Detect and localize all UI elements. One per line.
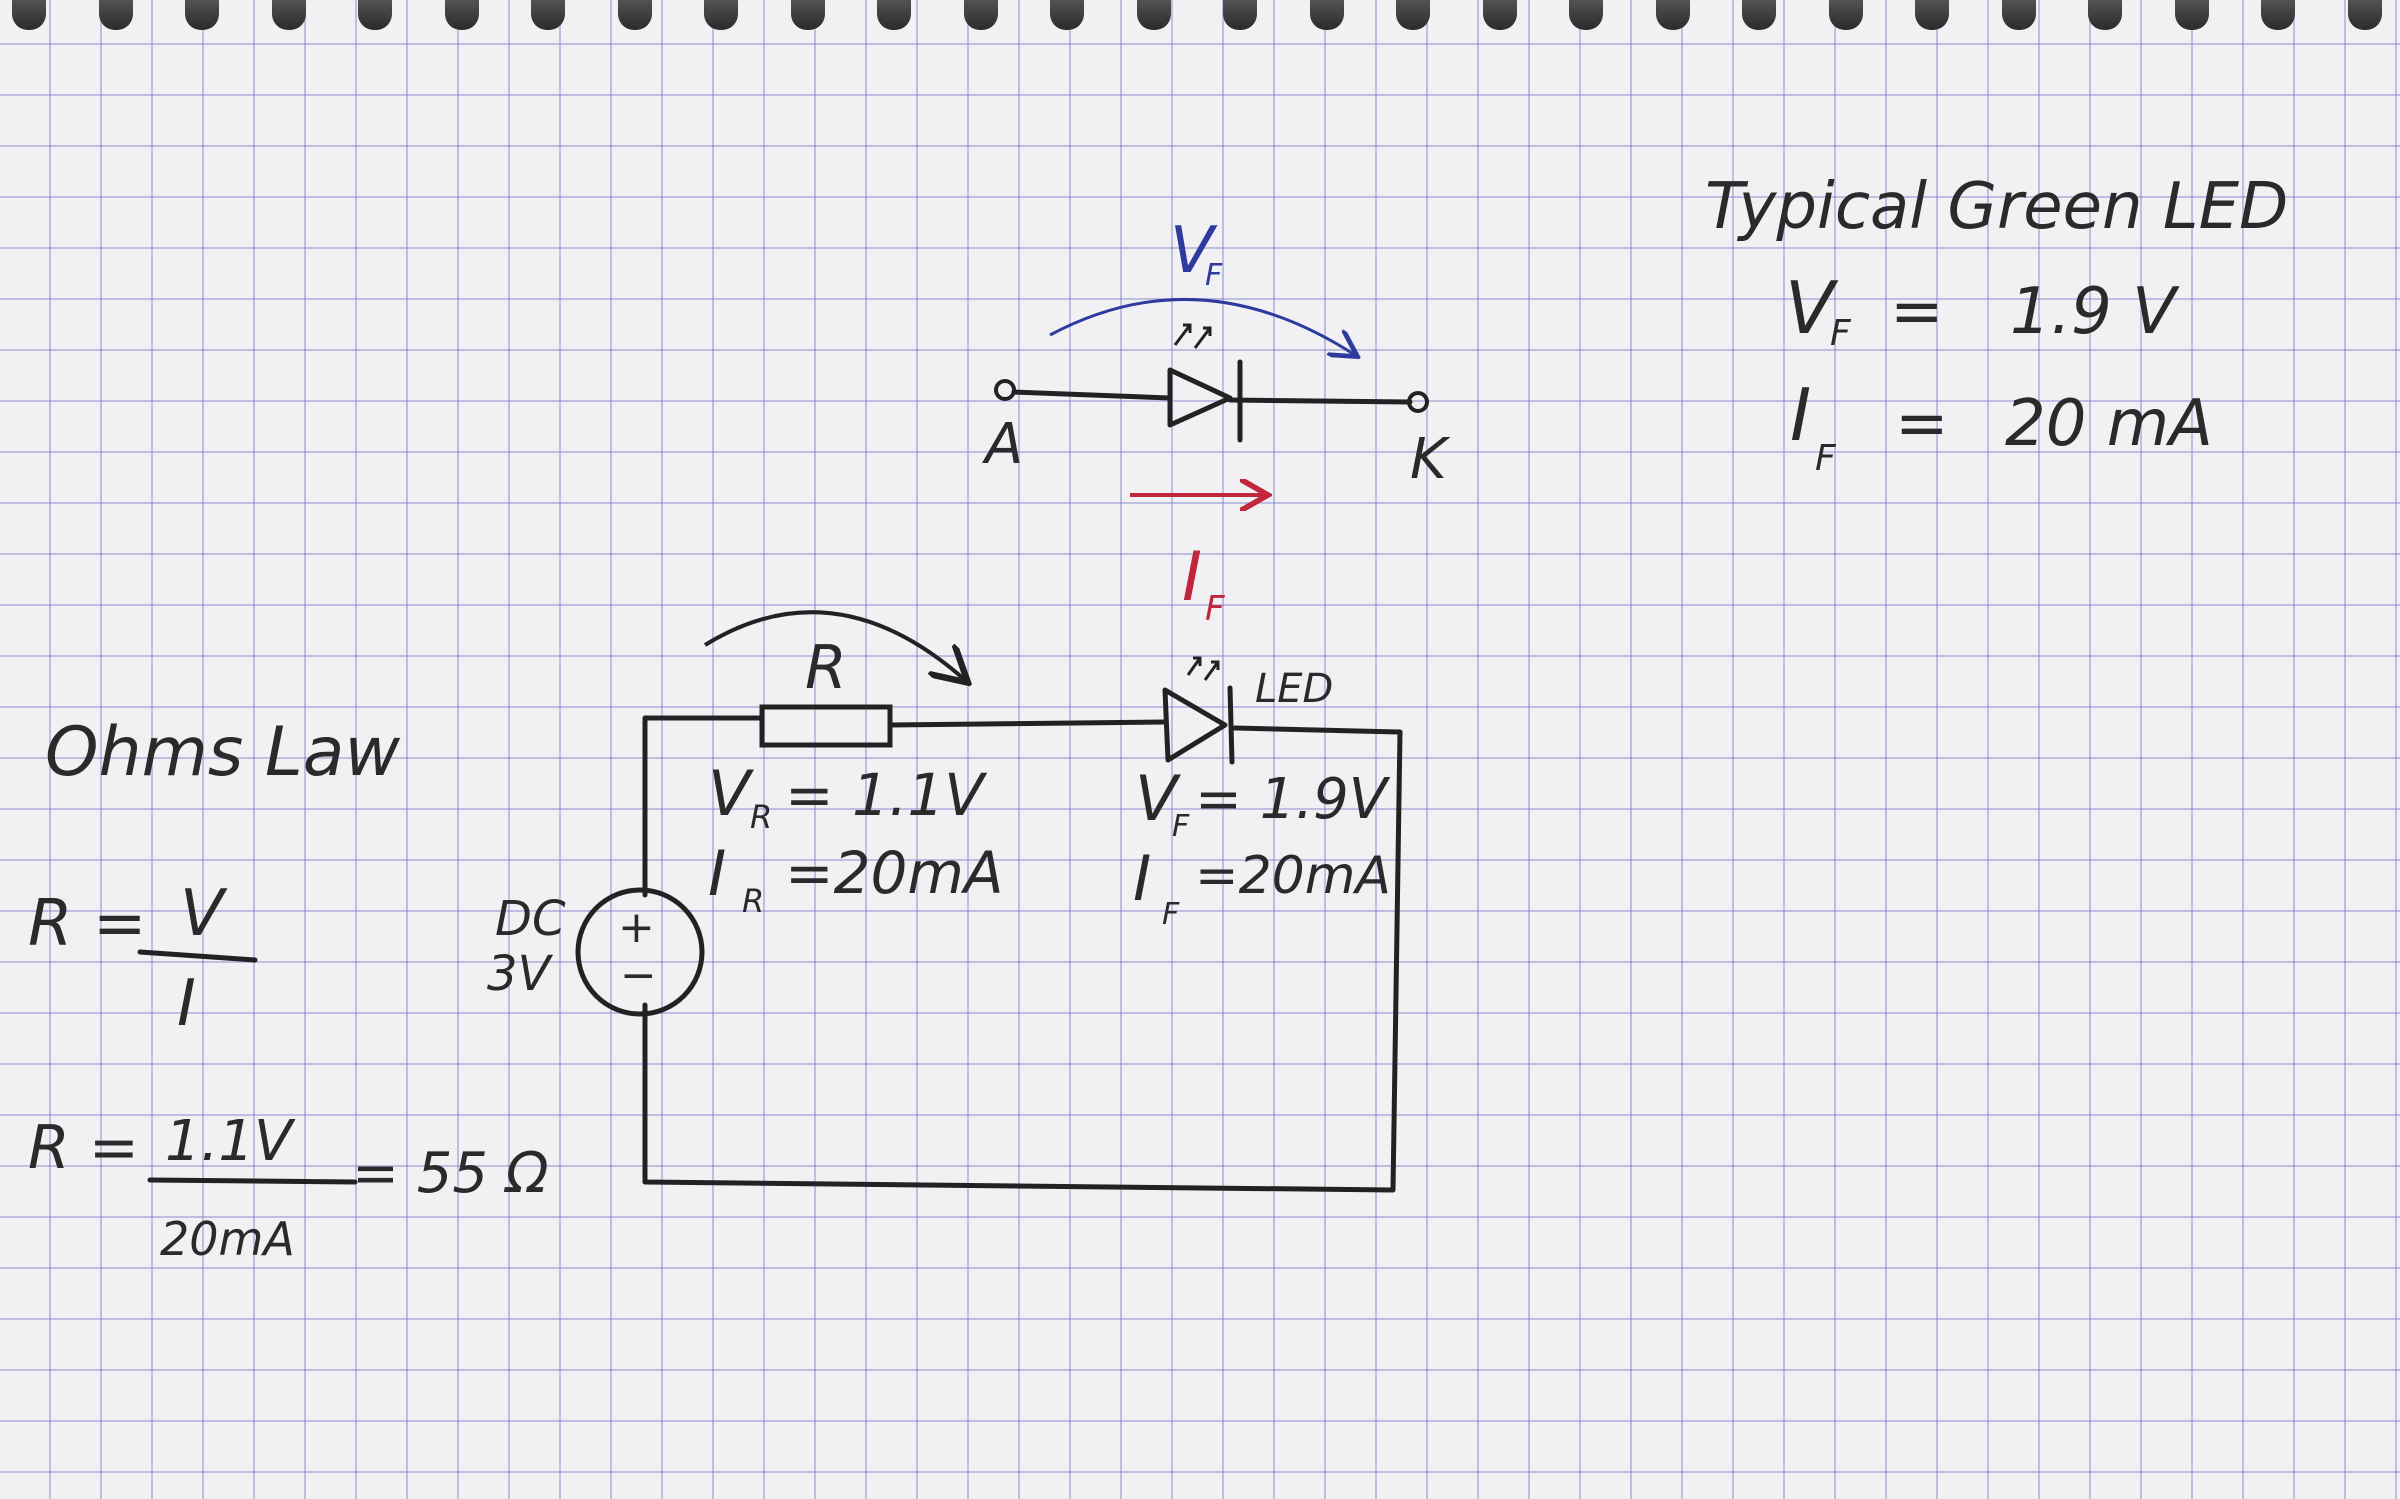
led-spec-vf-sub: F	[1830, 313, 1852, 354]
cathode-wire	[1227, 397, 1413, 405]
spiral-hole	[1569, 0, 1603, 30]
spiral-hole	[1136, 0, 1171, 30]
dc-source	[575, 887, 705, 1017]
dc-source-label: DC	[495, 891, 566, 947]
diode-vf-sub: F	[1205, 258, 1223, 293]
led-spec-vf-label: V	[1785, 266, 1839, 350]
resistor-ir-label: I	[708, 837, 726, 910]
spiral-hole	[1309, 0, 1344, 30]
resistor-label: R	[805, 633, 847, 703]
dc-source-minus: −	[620, 950, 657, 1001]
spiral-hole	[790, 0, 825, 30]
cathode-label: K	[1410, 427, 1451, 492]
ohms-formula-denominator: I	[177, 967, 196, 1041]
led-vf-value: = 1.9V	[1195, 767, 1391, 832]
wire-return-path	[642, 725, 1403, 1193]
led-emission-icon	[1186, 656, 1220, 681]
resistor-vr-label: V	[708, 757, 755, 830]
led-triangle	[1162, 687, 1228, 763]
spiral-hole	[98, 0, 133, 30]
diode-triangle	[1167, 367, 1233, 428]
ohms-formula-lhs: R =	[28, 887, 146, 961]
ohms-calc-denominator: 20mA	[160, 1212, 295, 1266]
led-if-sub: F	[1162, 897, 1180, 932]
led-vf-sub: F	[1172, 809, 1190, 844]
led-spec-vf-row: V F = 1.9 V	[1785, 266, 2180, 354]
spiral-hole	[185, 0, 219, 30]
spiral-hole	[2088, 0, 2122, 30]
light-emission-icon	[1173, 323, 1212, 349]
ohms-law: Ohms Law R = V I R = 1.1V 20mA = 55 Ω	[28, 713, 549, 1266]
led-spec-vf-value: 1.9 V	[2010, 275, 2180, 349]
diode-if-sub: F	[1205, 589, 1225, 629]
led-bar	[1227, 685, 1235, 765]
resistor-ir-sub: R	[742, 882, 764, 920]
led-spec-if-value: 20 mA	[2005, 387, 2213, 461]
resistor-vr-sub: R	[750, 798, 772, 836]
spiral-hole	[1223, 0, 1257, 30]
spiral-hole	[1828, 0, 1863, 30]
ohms-calc-fraction-bar	[147, 1177, 358, 1185]
spiral-hole	[271, 0, 306, 30]
led-spec-if-label: I	[1790, 373, 1811, 457]
spiral-hole	[704, 0, 738, 30]
voltage-arrow-blue	[1049, 298, 1355, 355]
anode-terminal	[994, 379, 1016, 401]
spiral-hole	[358, 0, 392, 30]
spiral-hole	[12, 0, 46, 30]
spiral-hole	[1396, 0, 1430, 30]
resistor-ir-value: =20mA	[785, 839, 1004, 907]
spiral-hole	[1915, 0, 1949, 30]
led-spec-if-eq: =	[1895, 387, 1949, 461]
wire-top-left	[642, 715, 763, 898]
ohms-law-title: Ohms Law	[45, 713, 400, 792]
ohms-calc-numerator: 1.1V	[165, 1109, 296, 1174]
dc-source-plus: +	[618, 902, 655, 953]
led-spec-title: Typical Green LED	[1705, 170, 2288, 244]
spiral-hole	[2174, 0, 2209, 30]
dc-source-voltage: 3V	[487, 946, 554, 1002]
spiral-hole	[1050, 0, 1084, 30]
led-vf-label: V	[1135, 762, 1182, 835]
diode-symbol: V F A K I F	[982, 214, 1451, 629]
ohms-formula-numerator: V	[180, 877, 228, 951]
resistor	[759, 704, 893, 748]
led-circuit: R LED + − DC 3V V R = 1.1V I R =20mA	[487, 610, 1403, 1193]
spiral-hole	[2261, 0, 2295, 30]
anode-label: A	[982, 412, 1023, 477]
ohms-formula-fraction-bar	[137, 949, 258, 963]
anode-wire	[1011, 389, 1173, 401]
spiral-hole	[1742, 0, 1776, 30]
spiral-hole	[444, 0, 479, 30]
resistor-vr-value: = 1.1V	[785, 761, 988, 829]
led-spec: Typical Green LED V F = 1.9 V I F = 20 m…	[1705, 170, 2288, 479]
spiral-hole	[617, 0, 652, 30]
spiral-hole	[2001, 0, 2036, 30]
resistor-voltage-arrow	[703, 610, 965, 680]
ohms-calc-lhs: R =	[28, 1113, 139, 1183]
led-spec-vf-eq: =	[1890, 275, 1944, 349]
led-spec-if-sub: F	[1815, 438, 1837, 479]
spiral-hole	[1482, 0, 1517, 30]
spiral-hole	[877, 0, 911, 30]
led-if-value: =20mA	[1195, 846, 1391, 906]
ohms-calc-result: = 55 Ω	[352, 1141, 549, 1206]
led-label: LED	[1255, 666, 1333, 712]
spiral-binding	[0, 0, 2400, 40]
cathode-terminal	[1407, 391, 1429, 413]
diode-vf-label: V	[1170, 214, 1218, 288]
wire-resistor-to-led	[887, 719, 1168, 728]
spiral-hole	[531, 0, 565, 30]
led-spec-if-row: I F = 20 mA	[1790, 373, 2213, 479]
led-if-label: I	[1133, 842, 1151, 915]
spiral-hole	[2347, 0, 2382, 30]
spiral-hole	[963, 0, 998, 30]
diode-if-label: I	[1182, 538, 1202, 617]
spiral-hole	[1655, 0, 1690, 30]
